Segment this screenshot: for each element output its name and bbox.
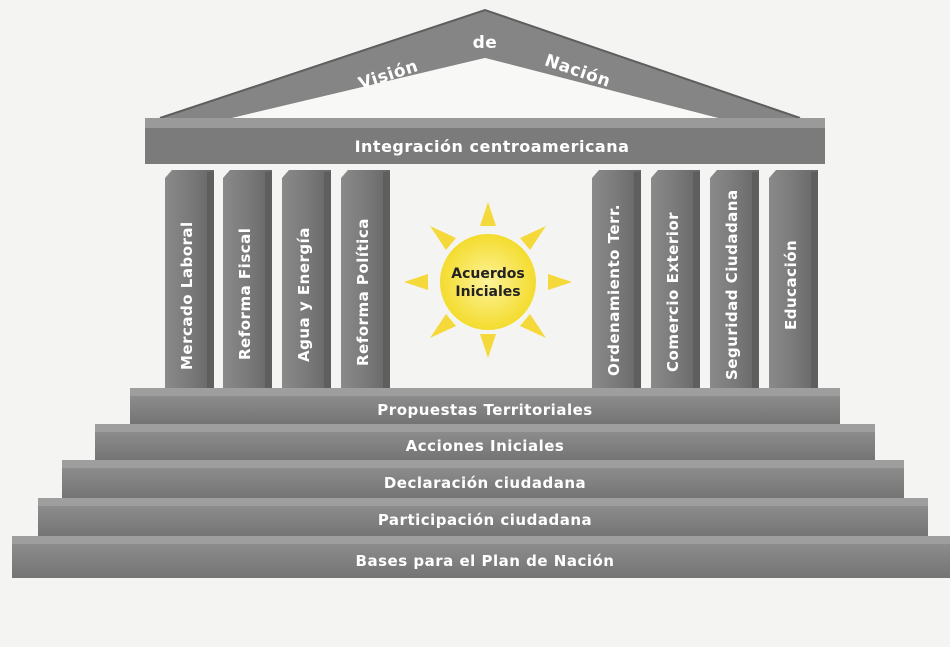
architrave-label: Integración centroamericana (355, 137, 630, 156)
architrave-top (145, 118, 825, 128)
column-agua-energia: Agua y Energía (282, 170, 331, 388)
pediment: Visión de Nación (159, 8, 801, 119)
sun-label-line2: Iniciales (455, 284, 520, 300)
roof-outer (160, 10, 800, 118)
column-label: Reforma Fiscal (236, 228, 254, 360)
column-label: Mercado Laboral (178, 221, 196, 370)
step-5: Bases para el Plan de Nación (12, 536, 950, 578)
roof-inner (232, 58, 718, 118)
sun-disc (440, 234, 536, 330)
steps: Propuestas Territoriales Acciones Inicia… (12, 388, 950, 578)
step-label: Declaración ciudadana (384, 474, 586, 492)
roof-edge (159, 8, 801, 119)
step-label: Acciones Iniciales (406, 437, 565, 455)
step-4: Participación ciudadana (38, 498, 928, 536)
column-ordenamiento-terr: Ordenamiento Terr. (592, 170, 641, 388)
column-label: Educación (782, 240, 800, 330)
sun-icon: Acuerdos Iniciales (404, 202, 572, 358)
roof-word-de: de (473, 33, 498, 53)
step-label: Propuestas Territoriales (377, 401, 592, 419)
step-1: Propuestas Territoriales (130, 388, 840, 424)
column-educacion: Educación (769, 170, 818, 388)
column-label: Reforma Política (354, 218, 372, 366)
columns-left: Mercado Laboral Reforma Fiscal Agua y En… (165, 170, 390, 388)
columns-right: Ordenamiento Terr. Comercio Exterior Seg… (592, 170, 818, 388)
column-reforma-politica: Reforma Política (341, 170, 390, 388)
column-label: Comercio Exterior (664, 212, 682, 372)
architrave: Integración centroamericana (145, 118, 825, 164)
column-label: Seguridad Ciudadana (723, 189, 741, 380)
column-label: Ordenamiento Terr. (605, 204, 623, 376)
column-comercio-exterior: Comercio Exterior (651, 170, 700, 388)
column-seguridad-ciudadana: Seguridad Ciudadana (710, 170, 759, 388)
step-3: Declaración ciudadana (62, 460, 904, 498)
architrave-band (145, 128, 825, 164)
column-label: Agua y Energía (295, 227, 313, 362)
column-reforma-fiscal: Reforma Fiscal (223, 170, 272, 388)
step-2: Acciones Iniciales (95, 424, 875, 460)
sun-label-line1: Acuerdos (451, 266, 524, 282)
step-label: Participación ciudadana (378, 511, 592, 529)
step-label: Bases para el Plan de Nación (356, 552, 615, 570)
column-mercado-laboral: Mercado Laboral (165, 170, 214, 388)
